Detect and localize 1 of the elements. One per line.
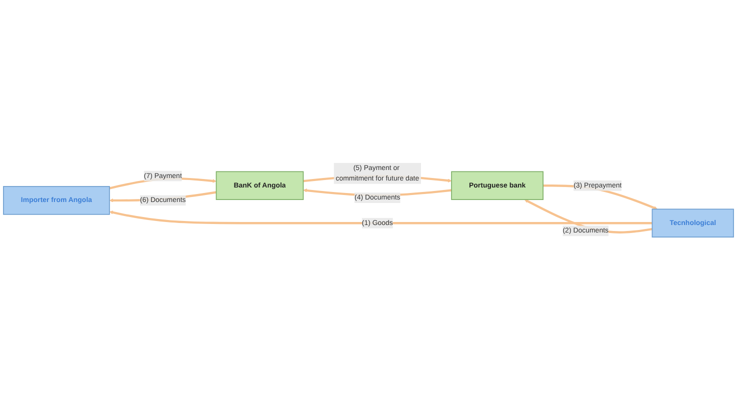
arrow: [109, 210, 652, 224]
